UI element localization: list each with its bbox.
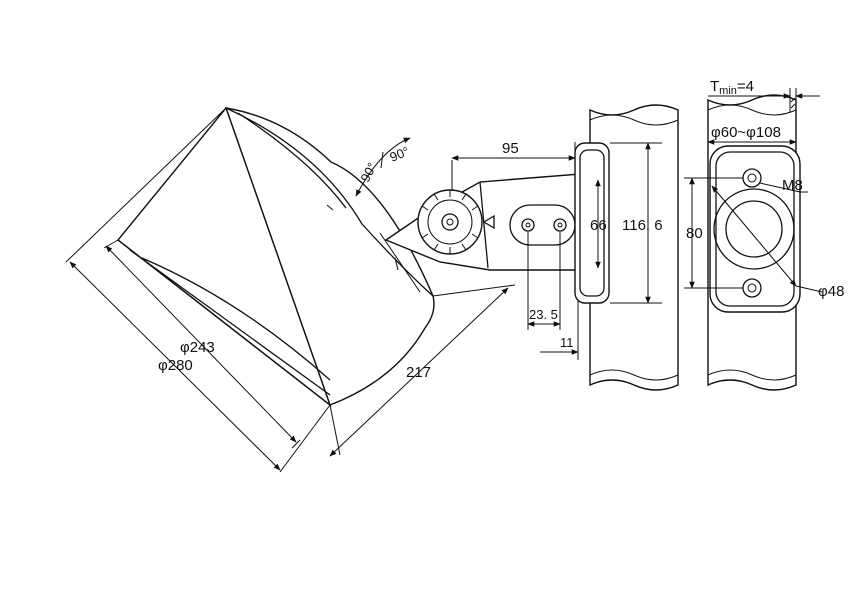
length-217-dim: 217 (329, 284, 516, 457)
w11-label: 11 (560, 335, 574, 350)
dia48-label: φ48 (818, 283, 844, 300)
dia280-label: φ280 (158, 357, 193, 374)
len217-label: 217 (406, 364, 431, 381)
angle-dial-icon (417, 189, 495, 255)
h80-label: 80 (686, 225, 703, 242)
tmin-dim: Tmin=4 (708, 78, 820, 112)
callouts: M8 φ48 (711, 177, 844, 300)
height-80-dim: 80 (684, 177, 743, 289)
pole-icon (589, 104, 679, 391)
w23-label: 23. 5 (529, 307, 558, 322)
angle-right-label: 90° (388, 144, 412, 165)
tmin-label: Tmin=4 (710, 78, 754, 97)
height-dims: 66 116. 6 (590, 142, 663, 304)
pole-range-dim: φ60~φ108 (707, 124, 797, 145)
pole-range-label: φ60~φ108 (711, 124, 781, 141)
len95-label: 95 (502, 140, 519, 157)
h116-label: 116. 6 (622, 217, 663, 234)
mount-plate-icon (709, 145, 801, 313)
m8-label: M8 (782, 177, 803, 194)
dia243-label: φ243 (180, 339, 215, 356)
h66-label: 66 (590, 217, 607, 234)
speaker-diameter-dims: φ243 φ280 (65, 107, 331, 473)
